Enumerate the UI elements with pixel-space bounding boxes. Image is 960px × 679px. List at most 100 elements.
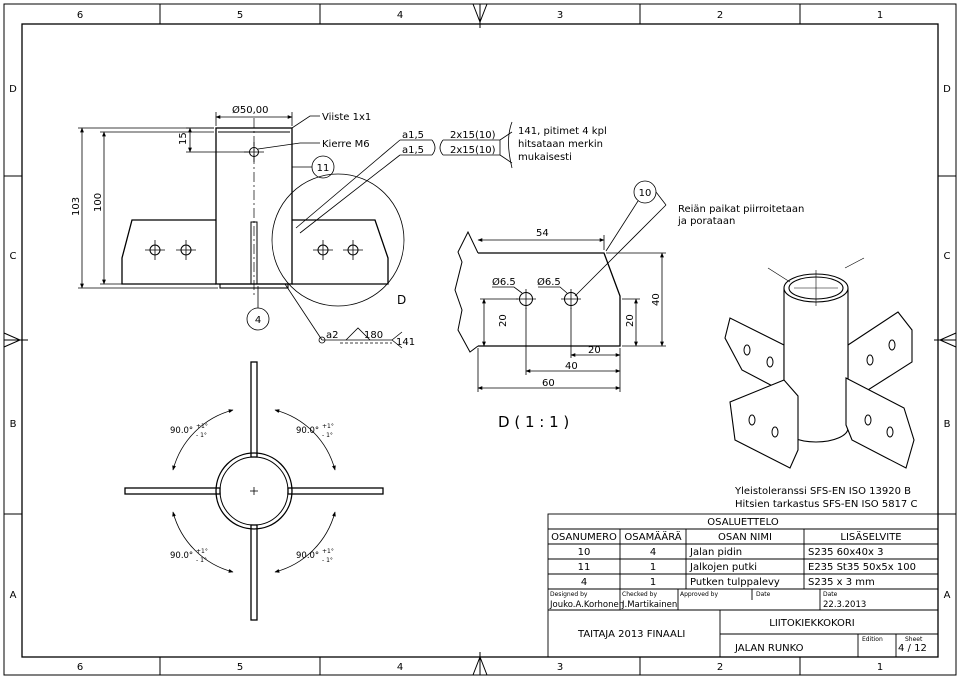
svg-text:Designed by: Designed by: [550, 591, 588, 598]
weld-angle: 180: [364, 330, 383, 341]
svg-text:A: A: [944, 590, 951, 601]
svg-text:10: 10: [578, 547, 591, 558]
front-view-labels: Ø50,00 Viiste 1x1 Kierre M6 15 103 100 1…: [71, 104, 415, 348]
note-chamfer: Viiste 1x1: [322, 112, 371, 123]
svg-text:10: 10: [639, 188, 652, 199]
svg-text:3: 3: [557, 662, 563, 673]
svg-text:OSAMÄÄRÄ: OSAMÄÄRÄ: [624, 530, 681, 543]
svg-text:1: 1: [877, 10, 883, 21]
svg-text:A: A: [10, 590, 17, 601]
svg-text:5: 5: [237, 662, 243, 673]
svg-text:OSANUMERO: OSANUMERO: [551, 532, 617, 543]
dim-diameter: Ø50,00: [232, 104, 269, 116]
svg-text:JALAN RUNKO: JALAN RUNKO: [734, 643, 804, 654]
svg-text:+1°: +1°: [196, 423, 208, 430]
svg-text:B: B: [944, 419, 951, 430]
svg-text:4 / 12: 4 / 12: [898, 643, 927, 654]
svg-text:OSAN NIMI: OSAN NIMI: [718, 532, 772, 543]
svg-text:ja porataan: ja porataan: [677, 216, 735, 227]
svg-text:Putken tulppalevy: Putken tulppalevy: [690, 577, 780, 588]
svg-text:1: 1: [650, 577, 656, 588]
svg-text:B: B: [10, 419, 17, 430]
svg-text:20: 20: [498, 314, 509, 327]
title-block-text: Designed by Checked by Approved by Date …: [549, 591, 927, 654]
svg-text:OSALUETTELO: OSALUETTELO: [707, 517, 779, 528]
svg-text:- 1°: - 1°: [322, 557, 333, 564]
detail-view-labels: 10 Reiän paikat piirroitetaan ja porataa…: [492, 188, 804, 431]
svg-text:40: 40: [651, 293, 662, 306]
svg-text:5: 5: [237, 10, 243, 21]
centering-marks: [3, 3, 957, 676]
weld-note-text: a1,5 a1,5 2x15(10) 2x15(10) 141, pitimet…: [402, 126, 607, 163]
weld-process: 141: [396, 337, 415, 348]
svg-text:D: D: [943, 84, 951, 95]
svg-text:40: 40: [565, 361, 578, 372]
top-view: [124, 361, 384, 621]
svg-text:Date: Date: [823, 591, 838, 598]
svg-text:E235 St35 50x5x 100: E235 St35 50x5x 100: [808, 562, 916, 573]
svg-text:C: C: [944, 251, 951, 262]
svg-text:Edition: Edition: [862, 636, 883, 643]
svg-text:Jalkojen putki: Jalkojen putki: [689, 562, 757, 573]
svg-text:LIITOKIEKKOKORI: LIITOKIEKKOKORI: [769, 618, 855, 629]
svg-text:- 1°: - 1°: [196, 557, 207, 564]
svg-text:4: 4: [397, 662, 403, 673]
svg-text:11: 11: [578, 562, 591, 573]
svg-text:a1,5: a1,5: [402, 145, 424, 156]
detail-scale-label: D ( 1 : 1 ): [498, 413, 569, 431]
svg-text:4: 4: [581, 577, 587, 588]
svg-text:54: 54: [536, 228, 549, 239]
svg-text:Jalan pidin: Jalan pidin: [689, 547, 742, 558]
detail-view: [454, 230, 621, 353]
svg-text:20: 20: [588, 345, 601, 356]
dim-103: 103: [71, 197, 82, 216]
balloon-4-text: 4: [255, 315, 261, 326]
general-notes: Yleistoleranssi SFS-EN ISO 13920 B Hitsi…: [734, 486, 917, 510]
border-labels: 6 5 4 3 2 1 6 5 4 3 2 1 D C B A D C B A: [9, 10, 951, 673]
svg-text:Ø6.5: Ø6.5: [537, 276, 561, 288]
svg-text:S235 60x40x 3: S235 60x40x 3: [808, 547, 883, 558]
svg-text:Approved by: Approved by: [680, 591, 718, 598]
balloon-11-text: 11: [317, 163, 330, 174]
svg-text:LISÄSELVITE: LISÄSELVITE: [840, 530, 901, 543]
svg-text:- 1°: - 1°: [196, 432, 207, 439]
svg-text:D: D: [9, 84, 17, 95]
svg-text:Date: Date: [756, 591, 771, 598]
svg-text:90.0°: 90.0°: [296, 426, 319, 436]
svg-text:90.0°: 90.0°: [170, 426, 193, 436]
dim-100: 100: [93, 193, 104, 212]
note-thread: Kierre M6: [322, 139, 370, 150]
svg-text:6: 6: [77, 662, 83, 673]
svg-text:22.3.2013: 22.3.2013: [823, 600, 866, 610]
svg-text:J.Martikainen: J.Martikainen: [621, 600, 677, 610]
svg-text:1: 1: [650, 562, 656, 573]
svg-text:20: 20: [625, 314, 636, 327]
svg-text:S235 x 3 mm: S235 x 3 mm: [808, 577, 875, 588]
weld-a-value: a2: [326, 330, 339, 341]
svg-text:mukaisesti: mukaisesti: [518, 152, 572, 163]
svg-text:+1°: +1°: [322, 423, 334, 430]
weld-note-symbol: [400, 121, 513, 169]
hole-center-marks: [145, 142, 363, 260]
svg-text:2x15(10): 2x15(10): [450, 130, 496, 141]
svg-text:90.0°: 90.0°: [296, 551, 319, 561]
parts-list-text: OSALUETTELO OSANUMERO OSAMÄÄRÄ OSAN NIMI…: [551, 517, 916, 588]
top-view-arcs: [172, 409, 336, 573]
svg-text:2x15(10): 2x15(10): [450, 145, 496, 156]
svg-text:Sheet: Sheet: [905, 636, 923, 643]
svg-text:Yleistoleranssi SFS-EN ISO 139: Yleistoleranssi SFS-EN ISO 13920 B: [734, 486, 911, 497]
svg-text:2: 2: [717, 10, 723, 21]
svg-text:1: 1: [877, 662, 883, 673]
svg-text:C: C: [10, 251, 17, 262]
svg-text:Jouko.A.Korhonen: Jouko.A.Korhonen: [549, 600, 624, 610]
svg-text:3: 3: [557, 10, 563, 21]
svg-text:6: 6: [77, 10, 83, 21]
top-view-angles: 90.0° +1° - 1° 90.0° +1° - 1° 90.0° +1° …: [170, 423, 334, 564]
svg-text:a1,5: a1,5: [402, 130, 424, 141]
svg-text:Reiän paikat piirroitetaan: Reiän paikat piirroitetaan: [678, 204, 804, 215]
front-view-dimensions: [78, 112, 405, 349]
svg-text:90.0°: 90.0°: [170, 551, 193, 561]
svg-text:4: 4: [397, 10, 403, 21]
